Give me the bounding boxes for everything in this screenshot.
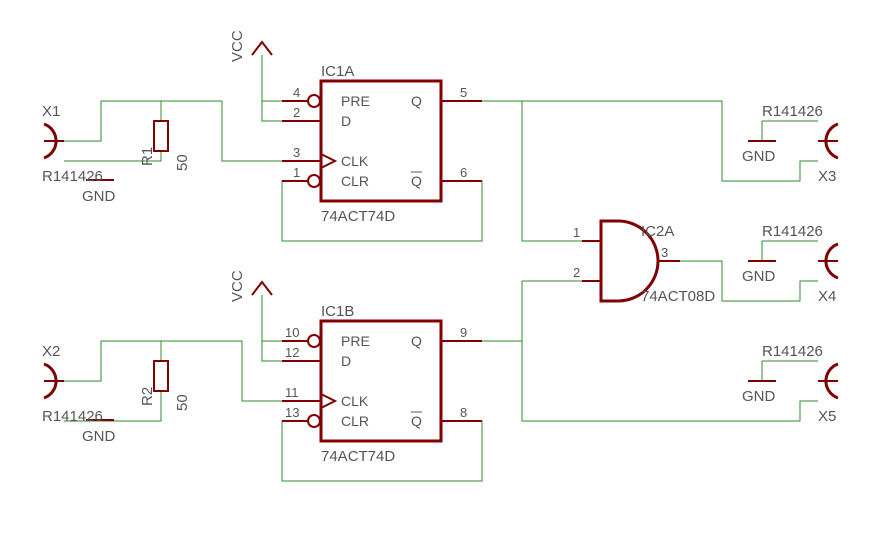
ic1a-pin-clr: 1 — [293, 165, 300, 180]
r1-body — [153, 120, 169, 152]
vcc2-label: VCC — [229, 270, 246, 302]
r1-name: R1 — [139, 147, 156, 166]
ic2a-name: IC2A — [641, 223, 674, 240]
x3-name: X3 — [818, 168, 836, 185]
ic1a-clr-label: CLR — [341, 173, 369, 189]
ic1a-pin-q: 5 — [460, 85, 467, 100]
ic1b-pin-d: 12 — [285, 345, 299, 360]
x2-value: R141426 — [42, 408, 103, 425]
ic1b-clr-label: CLR — [341, 413, 369, 429]
wire-x5-gnd — [761, 360, 818, 381]
ic1a-qbar-label: Q — [411, 173, 422, 189]
ic1b-clk-triangle — [320, 393, 338, 409]
ic1a-pin-d: 2 — [293, 105, 300, 120]
ic1b-body — [319, 319, 443, 443]
wire-ic1a-q-and — [521, 101, 582, 242]
ic1b-clr-bubble — [307, 414, 321, 428]
x4-connector[interactable]: R141426 GND X4 — [742, 223, 839, 305]
wire-x3-gnd — [761, 120, 818, 141]
ic1b-pin-clk: 11 — [285, 385, 299, 400]
r1[interactable]: R1 50 — [139, 120, 191, 171]
ic1a-pin-clk: 3 — [293, 145, 300, 160]
ic1a-clk-triangle — [320, 153, 338, 169]
ic1a[interactable]: IC1A 74ACT74D PRE D CLK CLR Q Q 4 2 3 1 … — [282, 63, 482, 225]
ic2a-pin-in2: 2 — [573, 265, 580, 280]
ic1b-clk-label: CLK — [341, 393, 369, 409]
ic1a-pre-bubble — [307, 94, 321, 108]
ic1a-pin-pre: 4 — [293, 85, 300, 100]
ic1b-pin-lines — [282, 340, 482, 422]
x5-gnd: GND — [742, 388, 776, 405]
vcc2-symbol: VCC — [229, 270, 273, 302]
vcc1-symbol: VCC — [229, 30, 273, 62]
x2-gnd: GND — [82, 428, 116, 445]
ic2a-body — [599, 219, 660, 303]
ic1a-pin-lines — [282, 100, 482, 182]
ic2a-pin-lines — [582, 240, 680, 282]
x2-connector[interactable]: X2 R141426 GND — [42, 343, 116, 445]
ic1b-name: IC1B — [321, 303, 354, 320]
ic1a-pre-label: PRE — [341, 93, 370, 109]
vcc1-label: VCC — [229, 30, 246, 62]
ic2a-pin-in1: 1 — [573, 225, 580, 240]
x5-name: X5 — [818, 408, 836, 425]
ic1a-body — [319, 79, 443, 203]
x1-value: R141426 — [42, 168, 103, 185]
ic1b-qbar-label: Q — [411, 413, 422, 429]
r1-value: 50 — [174, 154, 191, 171]
x3-value: R141426 — [762, 103, 823, 120]
ic1a-clk-label: CLK — [341, 153, 369, 169]
x2-name: X2 — [42, 343, 60, 360]
ic1b-pre-bubble — [307, 334, 321, 348]
x5-connector[interactable]: R141426 GND X5 — [742, 343, 839, 425]
ic1b-pin-q: 9 — [460, 325, 467, 340]
ic1a-d-label: D — [341, 113, 351, 129]
r2-body — [153, 360, 169, 392]
x4-gnd: GND — [742, 268, 776, 285]
ic1a-value: 74ACT74D — [321, 208, 395, 225]
r2-name: R2 — [139, 387, 156, 406]
wire-x4-gnd — [761, 240, 818, 261]
ic1b-pin-pre: 10 — [285, 325, 299, 340]
ic1a-name: IC1A — [321, 63, 354, 80]
vcc2-arrow — [251, 280, 273, 296]
ic2a-value: 74ACT08D — [641, 288, 715, 305]
r2-value: 50 — [174, 394, 191, 411]
ic1b-pin-clr: 13 — [285, 405, 299, 420]
r2[interactable]: R2 50 — [139, 360, 191, 411]
x1-name: X1 — [42, 103, 60, 120]
x1-connector[interactable]: X1 R141426 GND — [42, 103, 116, 205]
x4-value: R141426 — [762, 223, 823, 240]
x3-connector[interactable]: R141426 GND X3 — [742, 103, 839, 185]
wire-and-out — [680, 260, 818, 302]
ic1b-d-label: D — [341, 353, 351, 369]
ic1b[interactable]: IC1B 74ACT74D PRE D CLK CLR Q Q 10 12 11… — [282, 303, 482, 465]
ic1b-pin-qbar: 8 — [460, 405, 467, 420]
wire-ic1a-q — [441, 100, 818, 182]
vcc1-arrow — [251, 40, 273, 56]
ic1b-value: 74ACT74D — [321, 448, 395, 465]
ic1b-pre-label: PRE — [341, 333, 370, 349]
ic1a-q-label: Q — [411, 93, 422, 109]
x4-name: X4 — [818, 288, 836, 305]
wire-ic1b-q-x5 — [521, 341, 818, 422]
x1-gnd: GND — [82, 188, 116, 205]
wire-x1-signal — [64, 100, 300, 162]
x3-gnd: GND — [742, 148, 776, 165]
x5-value: R141426 — [762, 343, 823, 360]
ic1b-q-label: Q — [411, 333, 422, 349]
ic2a-pin-out: 3 — [661, 245, 668, 260]
ic1a-pin-qbar: 6 — [460, 165, 467, 180]
wire-r1-bottom — [64, 151, 162, 162]
ic1a-clr-bubble — [307, 174, 321, 188]
wire-x2-signal — [64, 340, 300, 402]
ic2a[interactable]: IC2A 74ACT08D 1 2 3 — [573, 219, 715, 305]
